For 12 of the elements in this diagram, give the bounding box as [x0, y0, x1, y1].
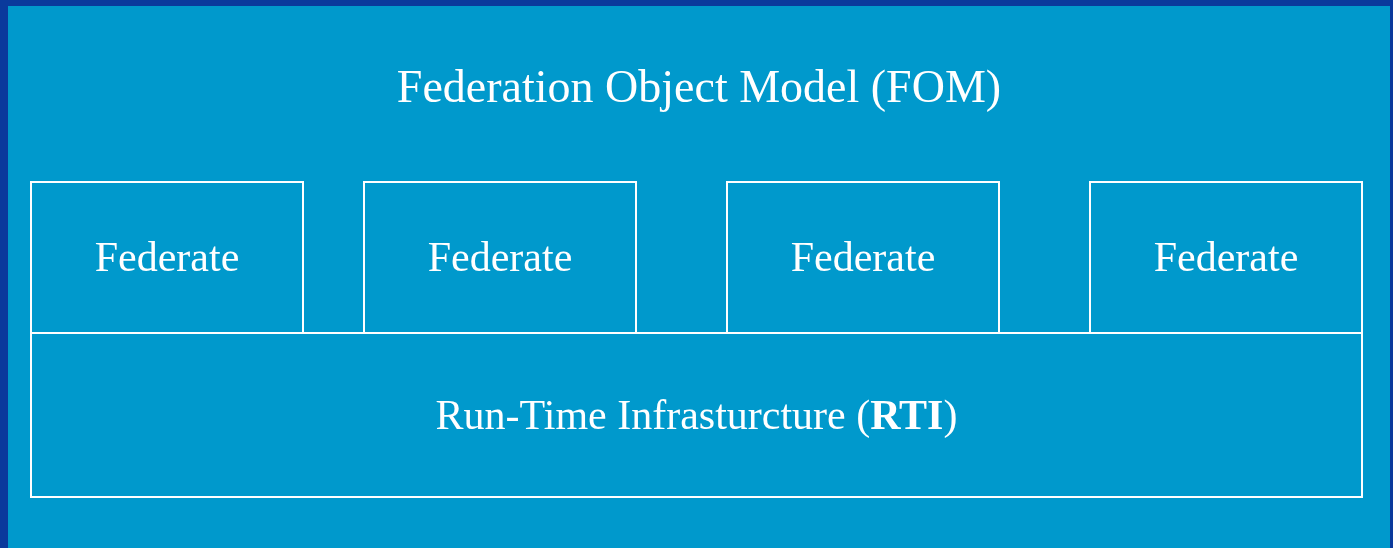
box-label: Federate	[790, 234, 936, 281]
box-label: Federate	[1153, 234, 1299, 281]
component-box	[363, 181, 637, 334]
panel-heading: Federation Object Model (FOM)	[396, 62, 1002, 113]
layer-box	[30, 332, 1363, 498]
box-label: Federate	[427, 234, 573, 281]
diagram-panel	[8, 6, 1390, 548]
component-box	[1089, 181, 1363, 334]
component-box	[726, 181, 1000, 334]
component-box	[30, 181, 304, 334]
box-label: Run-Time Infrasturcture (RTI)	[435, 391, 958, 439]
box-label: Federate	[94, 234, 240, 281]
